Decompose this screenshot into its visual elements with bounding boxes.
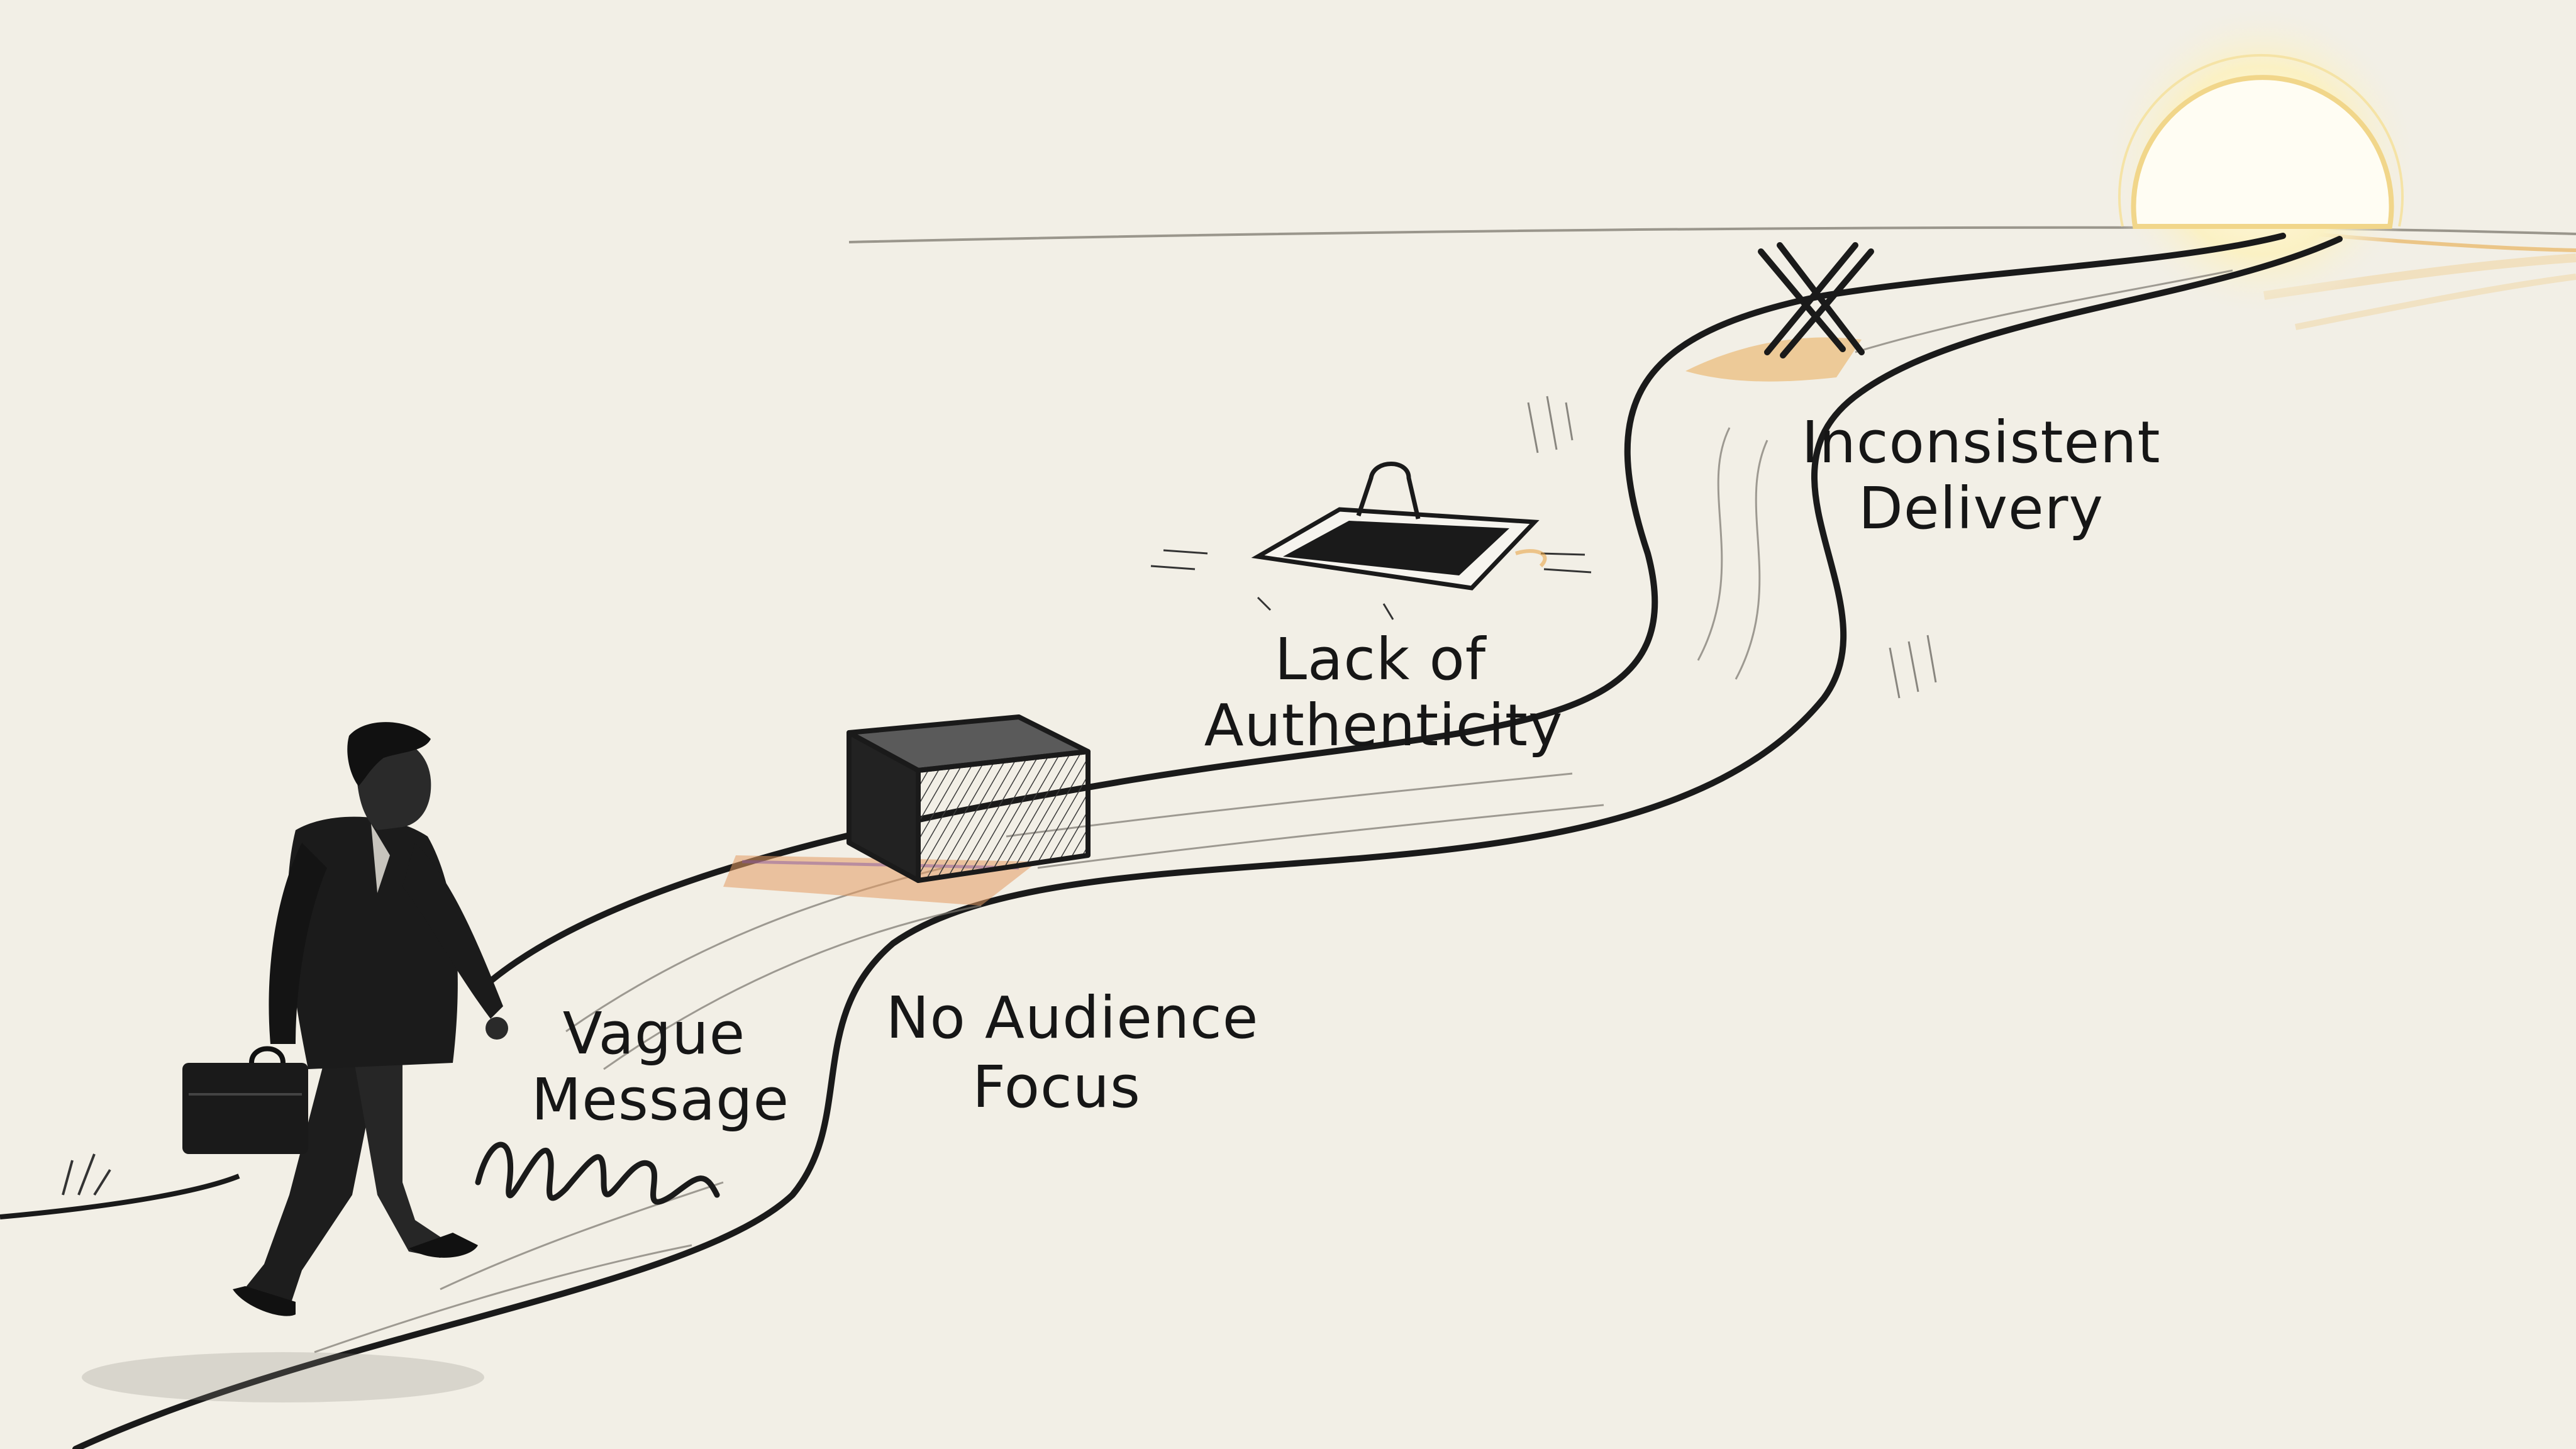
- obstacle-label-line-2: Focus: [972, 1053, 1141, 1121]
- obstacle-label-line-1: No Audience: [886, 984, 1259, 1052]
- scribble-icon: [475, 1141, 720, 1205]
- obstacle-no-audience-focus: No Audience Focus: [723, 714, 1259, 1121]
- briefcase-icon: [182, 1046, 308, 1154]
- obstacle-label-line-1: Inconsistent: [1801, 409, 2160, 476]
- winding-road: [0, 233, 2343, 1449]
- cross-mark-icon: [1758, 242, 1874, 358]
- obstacle-label-line-2: Message: [531, 1066, 789, 1133]
- obstacle-vague-message: Vague Message: [475, 1000, 789, 1205]
- obstacle-label-line-2: Delivery: [1858, 475, 2104, 542]
- obstacle-inconsistent-delivery: Inconsistent Delivery: [1685, 242, 2160, 542]
- obstacle-label-line-1: Vague: [563, 1000, 745, 1067]
- box-icon: [847, 714, 1091, 883]
- grass-tuft: [62, 1153, 111, 1196]
- obstacle-lack-of-authenticity: Lack of Authenticity: [1150, 462, 1592, 759]
- pit-hole-icon: [1150, 462, 1592, 620]
- obstacle-label-line-1: Lack of: [1275, 626, 1487, 693]
- obstacle-label-line-2: Authenticity: [1204, 692, 1563, 759]
- walking-businessman-icon: [82, 722, 508, 1402]
